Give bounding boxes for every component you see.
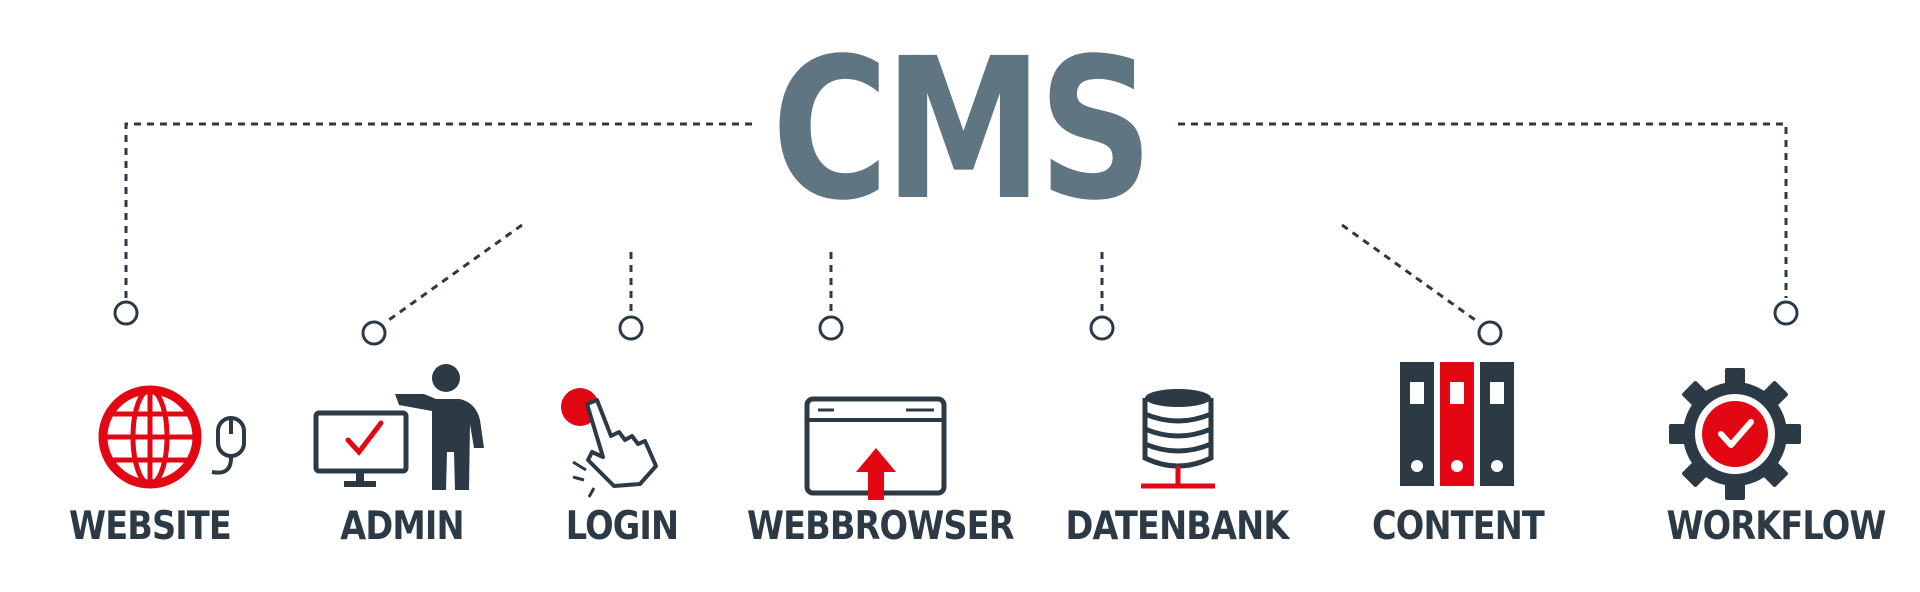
pointer-hand-icon xyxy=(561,388,658,498)
node-website xyxy=(113,300,139,326)
node-content xyxy=(1477,320,1503,346)
label-login: LOGIN xyxy=(565,504,679,549)
presenter-monitor-icon xyxy=(313,364,484,490)
database-icon xyxy=(1141,389,1215,489)
node-admin xyxy=(361,320,387,346)
connector-admin xyxy=(385,223,523,324)
browser-upload-icon xyxy=(804,396,947,500)
connector-content xyxy=(1341,223,1479,324)
globe-with-mouse-icon xyxy=(98,385,246,489)
label-webbrowser: WEBBROWSER xyxy=(747,504,1015,549)
label-website: WEBSITE xyxy=(69,504,232,549)
label-content: CONTENT xyxy=(1372,504,1545,549)
node-workflow xyxy=(1773,300,1799,326)
node-datenbank xyxy=(1089,315,1115,341)
label-admin: ADMIN xyxy=(340,504,464,549)
label-datenbank: DATENBANK xyxy=(1065,504,1290,549)
node-login xyxy=(618,315,644,341)
binders-icon xyxy=(1400,362,1514,486)
gear-check-icon xyxy=(1669,368,1801,500)
connector-website xyxy=(124,122,752,298)
label-workflow: WORKFLOW xyxy=(1666,504,1886,549)
page-title: CMS xyxy=(771,16,1154,243)
node-webbrowser xyxy=(818,315,844,341)
